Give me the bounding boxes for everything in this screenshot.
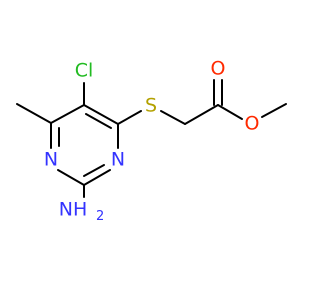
bond-c5-c6 <box>50 104 85 124</box>
ring-nitrogen-right-atom: N <box>111 149 125 171</box>
carbonyl-oxygen-atom: O <box>211 58 226 80</box>
amino-group-label: NH <box>59 199 88 221</box>
bond-carbonyl-o-ester <box>217 104 243 120</box>
bond-c4-s <box>117 110 142 125</box>
bond-s-ch2 <box>160 110 186 125</box>
ring-nitrogen-left-atom: N <box>44 149 58 171</box>
bond-n1-c2 <box>57 169 85 186</box>
ester-oxygen-atom: O <box>245 113 260 135</box>
bond-c2-n3-inner <box>83 164 105 177</box>
bond-c6-methyl <box>16 103 52 124</box>
bond-o-methyl <box>261 103 287 118</box>
molecule-structure: Cl S O O N N NH 2 <box>16 58 287 224</box>
sulfur-atom: S <box>145 95 157 117</box>
amino-group-subscript: 2 <box>96 209 104 224</box>
bond-c2-n3 <box>83 169 111 186</box>
chlorine-atom: Cl <box>75 60 94 82</box>
bond-c5-c4-inner <box>85 113 112 129</box>
bond-ch2-carbonyl <box>184 104 219 125</box>
bond-c5-c4 <box>83 104 119 125</box>
